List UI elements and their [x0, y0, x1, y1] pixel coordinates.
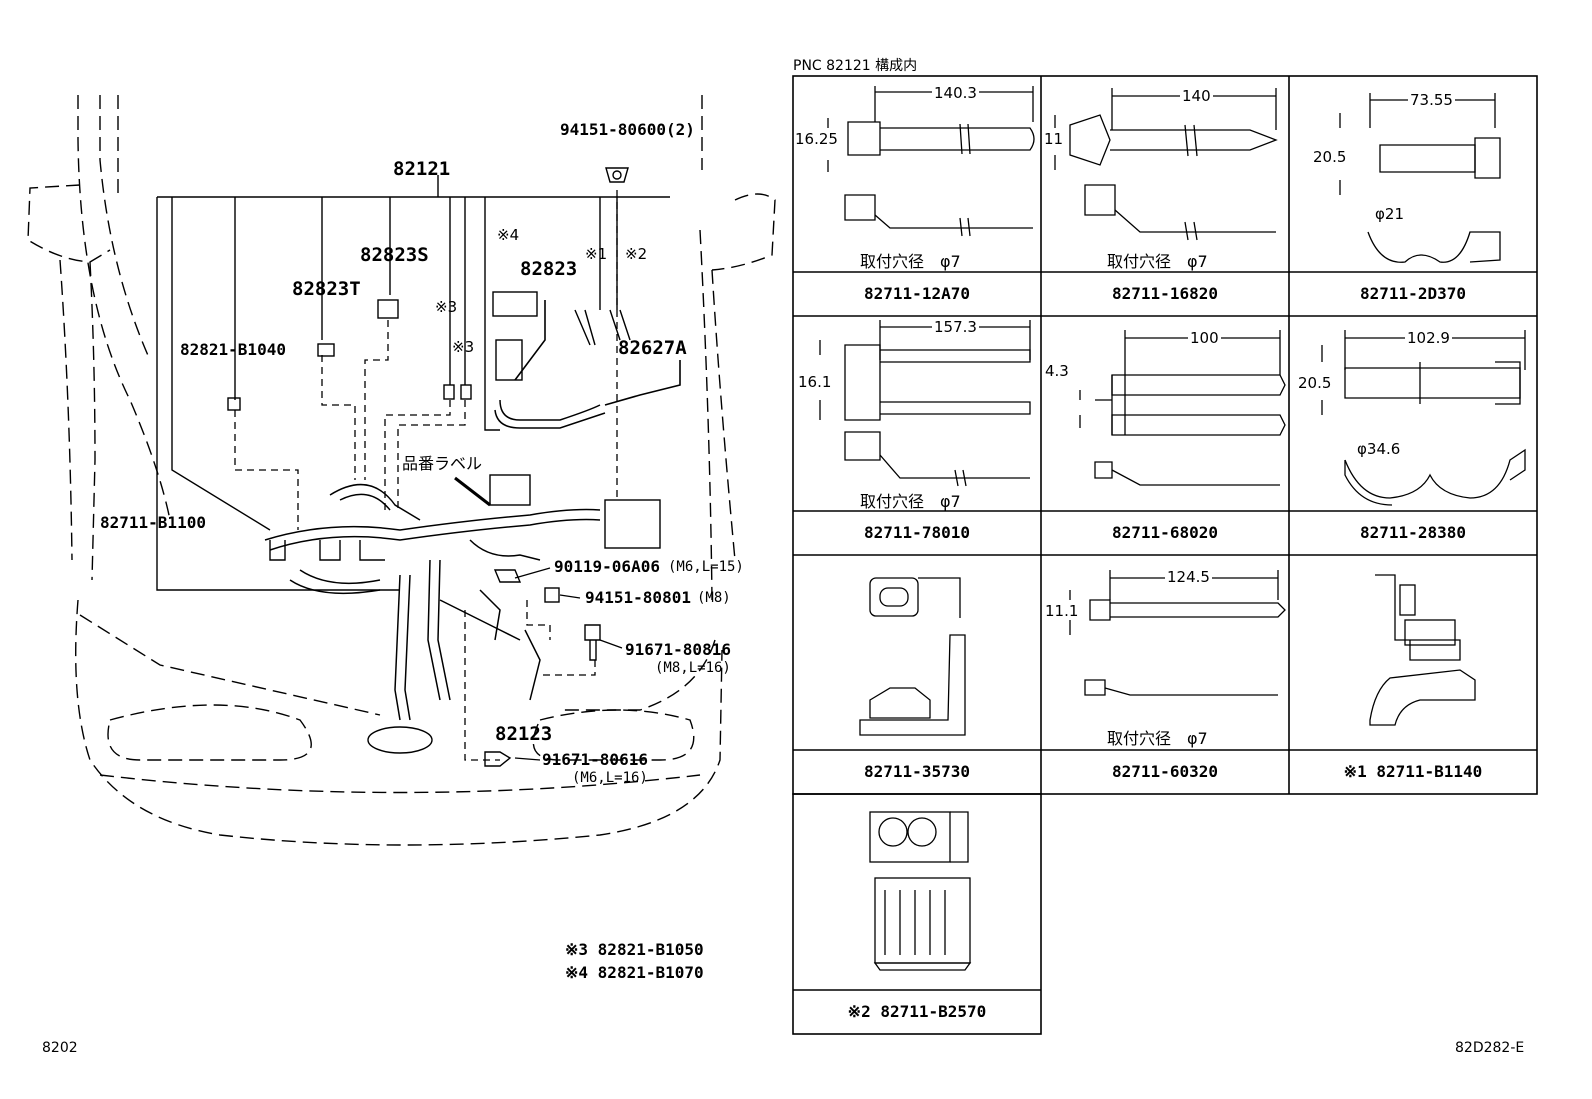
part-number-cell: 82711-12A70	[864, 284, 970, 303]
clip-12A70-drawing	[827, 86, 1035, 237]
clip-B2570-drawing	[869, 811, 972, 971]
parts-table-grid	[792, 75, 1538, 1035]
clip-78010-drawing	[819, 320, 1031, 487]
part-number-cell: 82711-28380	[1360, 523, 1466, 542]
bolt-90119: 90119-06A06	[554, 557, 660, 576]
dim-length: 124.5	[1165, 568, 1212, 586]
part-82823t: 82823T	[292, 278, 361, 300]
clip-60320-drawing	[1069, 570, 1286, 696]
clip-35730-drawing	[859, 577, 966, 736]
dim-height: 11.1	[1045, 602, 1079, 620]
nut-94151-80801-spec: (M8)	[697, 590, 731, 606]
dim-length: 73.55	[1408, 91, 1455, 109]
part-number-label-note: 品番ラベル	[402, 454, 483, 473]
star3-marker-a: ※3	[435, 298, 458, 316]
clip-16820-drawing	[1054, 88, 1278, 241]
dim-length: 157.3	[932, 318, 979, 336]
star1-marker: ※1	[585, 245, 608, 263]
mount-hole-diameter: 取付穴径 φ7	[860, 252, 961, 271]
table-title: PNC 82121 構成内	[793, 58, 918, 74]
small-parts	[227, 167, 661, 767]
figure-code: 82D282-E	[1455, 1040, 1525, 1056]
part-number-cell: 82711-68020	[1112, 523, 1218, 542]
star4-marker: ※4	[497, 226, 520, 244]
dim-height: 16.1	[798, 373, 832, 391]
clip-68020-drawing	[1079, 330, 1286, 486]
legend-star3: ※3 82821-B1050	[565, 940, 704, 959]
part-number-cell: 82711-2D370	[1360, 284, 1466, 303]
dim-diameter: φ21	[1375, 205, 1404, 223]
clip-B1140-drawing	[1369, 574, 1476, 726]
bolt-91671-80616: 91671-80616	[542, 750, 648, 769]
part-number-cell: 82711-78010	[864, 523, 970, 542]
nut-94151-80801: 94151-80801	[585, 588, 691, 607]
mount-hole-diameter: 取付穴径 φ7	[1107, 252, 1208, 271]
dim-height: 11	[1044, 130, 1064, 148]
clip-28380-drawing	[1321, 330, 1526, 506]
star3-marker-b: ※3	[452, 338, 475, 356]
dim-height: 16.25	[795, 130, 838, 148]
dim-height: 20.5	[1313, 148, 1347, 166]
part-82821-b1040: 82821-B1040	[180, 340, 286, 359]
leader-lines	[234, 190, 618, 761]
part-number-cell: 82711-60320	[1112, 762, 1218, 781]
harness-bracket	[156, 175, 670, 591]
label-leaders	[514, 567, 623, 761]
part-82123: 82123	[495, 723, 553, 745]
bolt-91671-80816: 91671-80816	[625, 640, 731, 659]
part-number-cell: 82711-16820	[1112, 284, 1218, 303]
part-82711-b1100: 82711-B1100	[100, 513, 206, 532]
mount-hole-diameter: 取付穴径 φ7	[860, 492, 961, 511]
dim-height: 4.3	[1045, 362, 1069, 380]
dim-length: 140	[1180, 87, 1213, 105]
part-82627a: 82627A	[618, 337, 687, 359]
dim-height: 20.5	[1298, 374, 1332, 392]
mount-hole-diameter: 取付穴径 φ7	[1107, 729, 1208, 748]
part-82823s: 82823S	[360, 244, 429, 266]
part-number-cell: ※1 82711-B1140	[1343, 762, 1483, 781]
bolt-90119-spec: (M6,L=15)	[668, 559, 744, 575]
bolt-91671-80816-spec: (M8,L=16)	[655, 660, 731, 676]
star2-marker: ※2	[625, 245, 648, 263]
dim-length: 102.9	[1405, 329, 1452, 347]
dim-length: 140.3	[932, 84, 979, 102]
dim-diameter: φ34.6	[1357, 440, 1401, 458]
page-code: 8202	[42, 1040, 78, 1056]
bolt-91671-80616-spec: (M6,L=16)	[572, 770, 648, 786]
dim-length: 100	[1188, 329, 1221, 347]
harness-part-number: 82121	[393, 158, 451, 180]
part-number-cell: ※2 82711-B2570	[847, 1002, 987, 1021]
harness-body	[264, 399, 606, 721]
vehicle-outline	[27, 95, 776, 846]
part-82823: 82823	[520, 258, 578, 280]
legend-star4: ※4 82821-B1070	[565, 963, 704, 982]
clip-2D370-drawing	[1339, 93, 1501, 263]
part-number-cell: 82711-35730	[864, 762, 970, 781]
nut-part-number: 94151-80600(2)	[560, 120, 695, 139]
